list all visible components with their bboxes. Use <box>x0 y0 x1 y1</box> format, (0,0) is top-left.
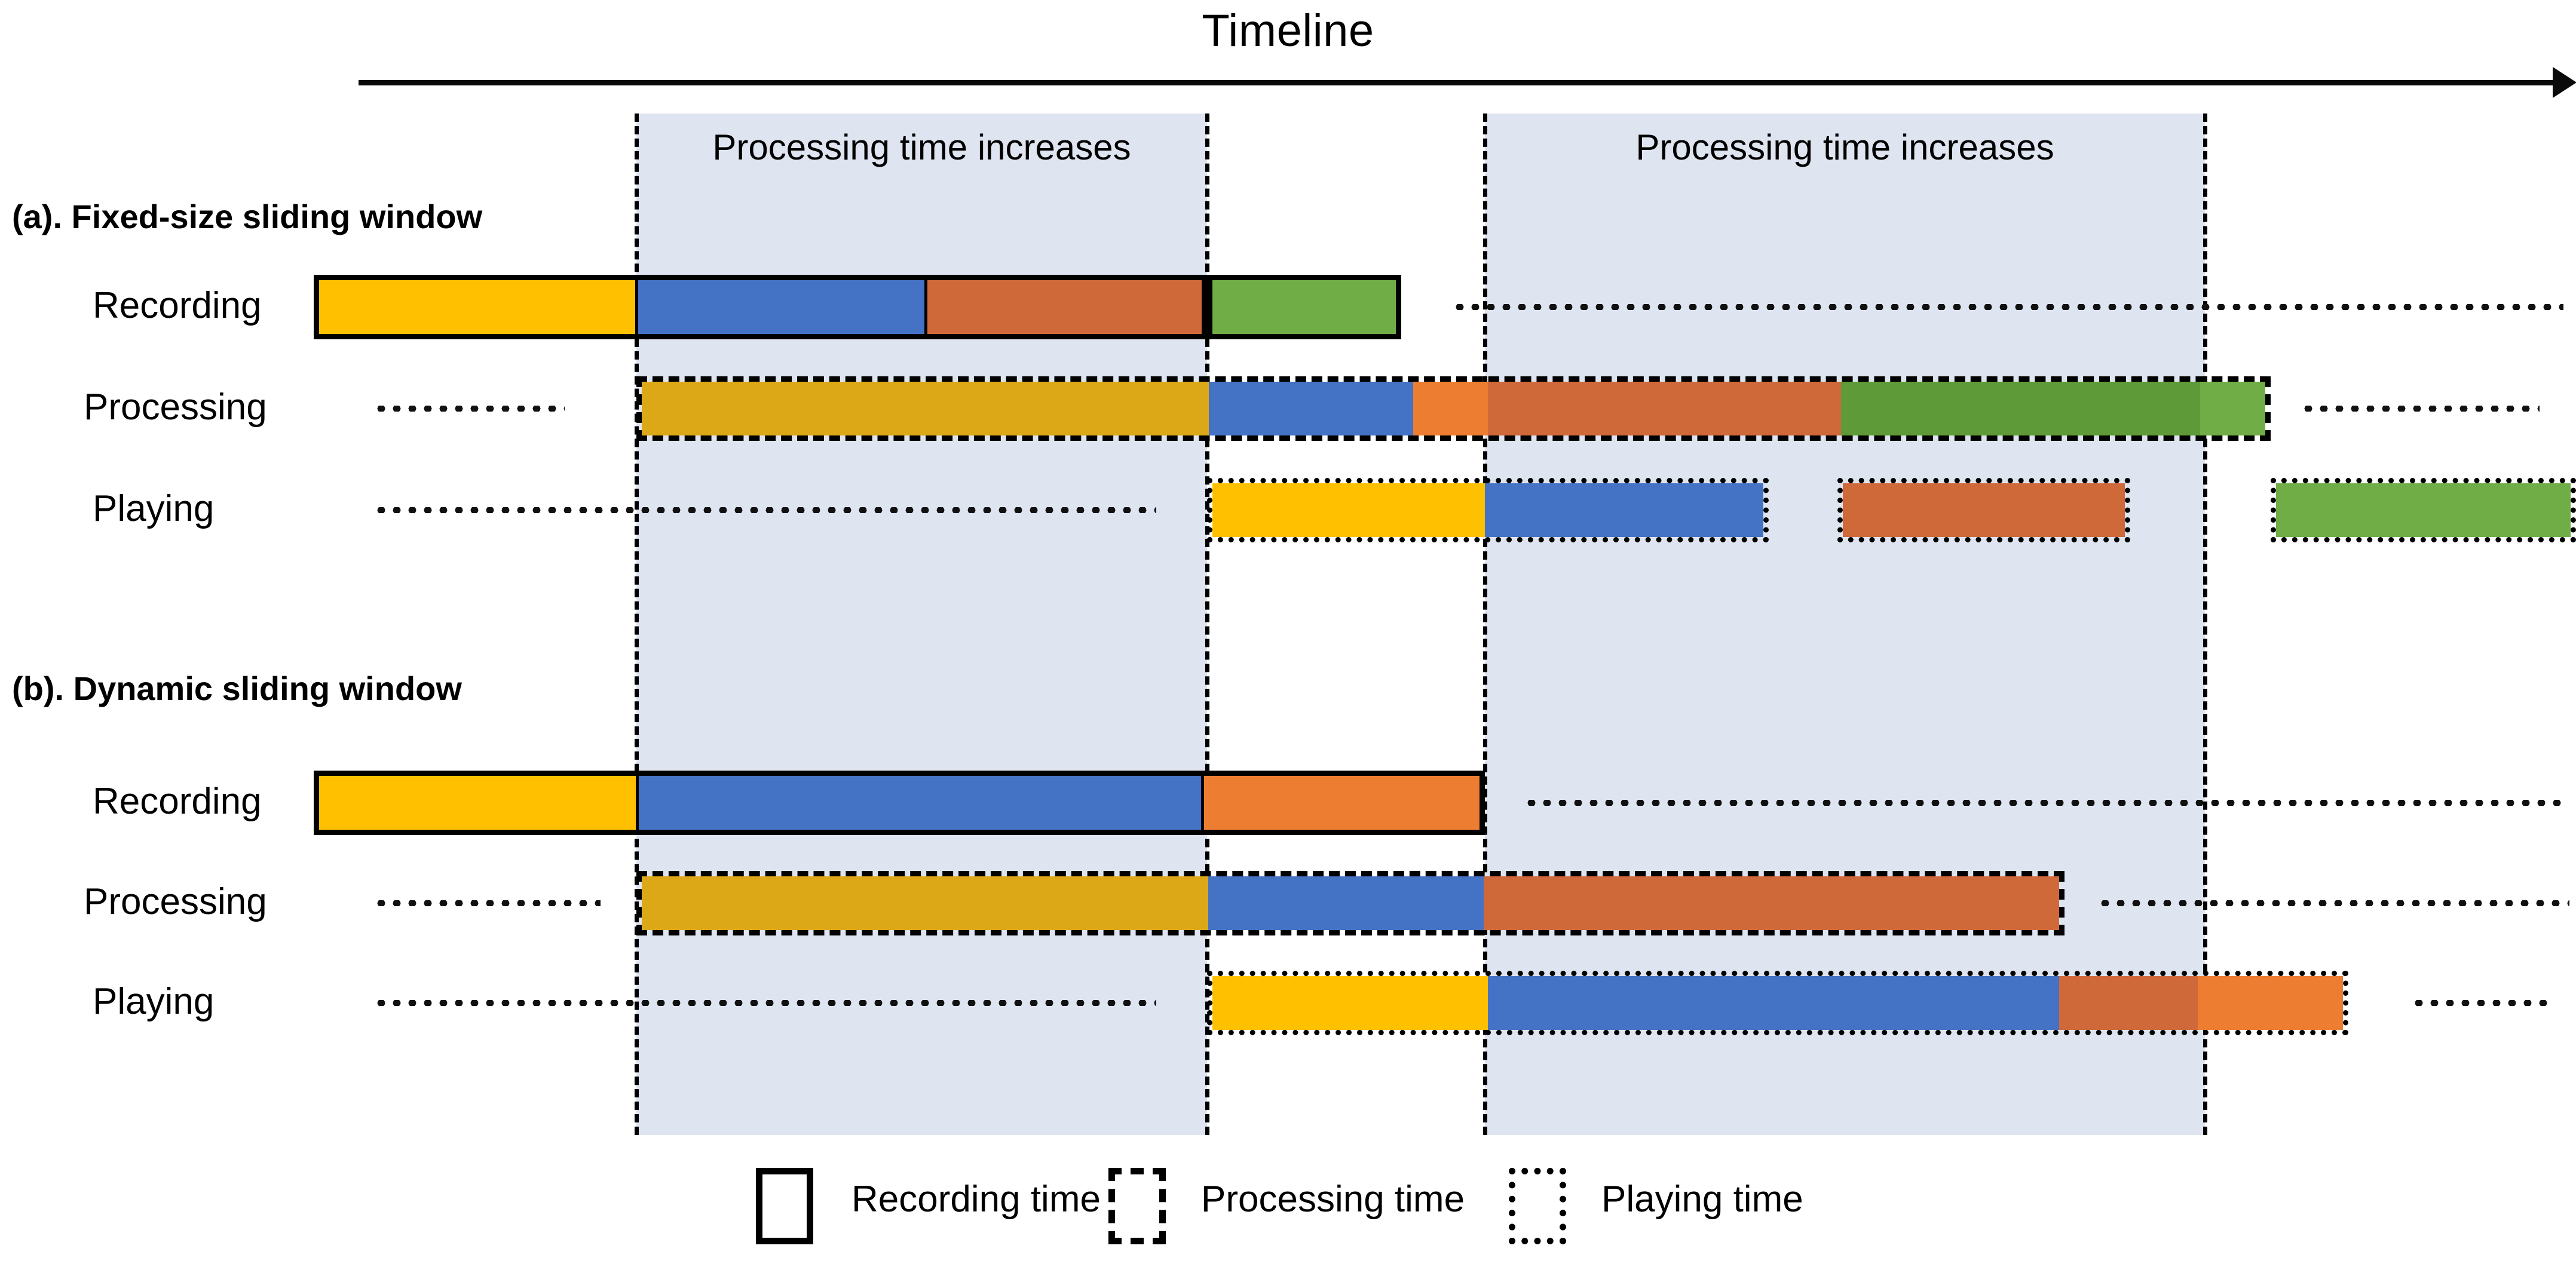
bar-segment <box>2059 976 2198 1030</box>
bar-segment <box>1212 280 1396 334</box>
bar-segment <box>1487 976 2059 1030</box>
bar-segment <box>642 382 1209 435</box>
bar-segment <box>319 280 638 334</box>
bar-playing <box>1837 478 2130 542</box>
band-2-edge-left <box>1483 113 1487 1135</box>
bar-processing <box>636 871 2065 935</box>
bar-segment <box>2200 382 2265 435</box>
bar-playing <box>1207 971 2348 1035</box>
bar-segment <box>642 876 1208 930</box>
row-label-processing-b: Processing <box>84 881 267 922</box>
band-caption-1: Processing time increases <box>712 127 1131 167</box>
leader-dots <box>1524 800 2563 806</box>
leader-dots <box>2301 406 2540 412</box>
bar-segment <box>638 280 927 334</box>
bar-segment <box>1212 976 1488 1030</box>
legend-swatch-dash <box>1108 1168 1166 1244</box>
bar-segment <box>1413 382 1488 435</box>
bar-segment <box>1212 483 1485 537</box>
leader-dots <box>373 900 601 906</box>
band-1-edge-right <box>1205 113 1209 1135</box>
section-heading-a: (a). Fixed-size sliding window <box>12 198 483 235</box>
leader-dots <box>373 507 1156 513</box>
bar-segment <box>1843 483 2125 537</box>
bar-processing <box>636 376 2271 441</box>
timeline-arrow-head-icon <box>2553 67 2576 98</box>
row-label-recording-b: Recording <box>93 781 262 822</box>
legend-label-1: Processing time <box>1201 1179 1465 1220</box>
leader-dots <box>373 1000 1156 1006</box>
shaded-band-1 <box>636 113 1207 1135</box>
bar-segment <box>1484 876 2059 930</box>
bar-segment <box>1840 382 2200 435</box>
leader-dots <box>2411 1000 2549 1006</box>
section-heading-b: (b). Dynamic sliding window <box>12 670 462 707</box>
legend-label-2: Playing time <box>1601 1179 1803 1220</box>
leader-dots <box>1452 304 2563 310</box>
band-1-edge-left <box>635 113 639 1135</box>
bar-segment <box>2276 483 2571 537</box>
shaded-band-2 <box>1485 113 2205 1135</box>
bar-segment <box>927 280 1202 334</box>
bar-playing <box>1207 478 1769 542</box>
bar-playing <box>2271 478 2576 542</box>
legend-swatch-solid <box>756 1168 813 1244</box>
legend-label-0: Recording time <box>851 1179 1101 1220</box>
bar-segment <box>2198 976 2343 1030</box>
bar-segment <box>1487 382 1841 435</box>
bar-segment <box>1208 876 1484 930</box>
leader-dots <box>373 406 565 412</box>
row-label-recording-a: Recording <box>93 285 262 326</box>
bar-segment <box>1485 483 1763 537</box>
legend-swatch-dot <box>1509 1168 1566 1244</box>
band-caption-2: Processing time increases <box>1635 127 2054 167</box>
page-title: Timeline <box>1202 5 1374 56</box>
row-label-playing-a: Playing <box>93 488 215 529</box>
bar-segment <box>1208 382 1414 435</box>
row-label-playing-b: Playing <box>93 981 215 1022</box>
timeline-arrow-line <box>359 80 2569 85</box>
leader-dots <box>2097 900 2569 906</box>
row-label-processing-a: Processing <box>84 386 267 428</box>
bar-segment <box>1204 776 1480 830</box>
bar-segment <box>639 776 1205 830</box>
band-2-edge-right <box>2203 113 2207 1135</box>
bar-recording <box>314 771 1485 835</box>
bar-recording <box>1207 275 1401 339</box>
bar-segment <box>319 776 639 830</box>
bar-recording <box>314 275 1207 339</box>
